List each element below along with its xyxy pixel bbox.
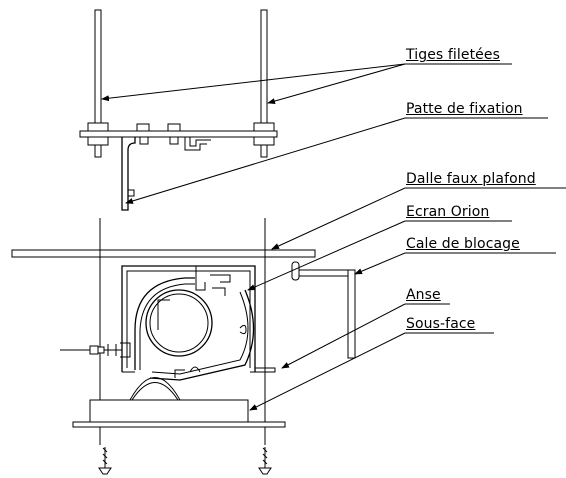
bottom-screw-right <box>258 447 272 475</box>
label-threaded-rods: Tiges filetées <box>406 47 500 63</box>
locking-wedge <box>291 261 356 359</box>
bottom-screw-left <box>98 447 112 475</box>
label-handle: Anse <box>406 287 441 303</box>
label-ceiling-tile: Dalle faux plafond <box>406 171 536 187</box>
ceiling-tile <box>11 249 316 258</box>
label-orion-screen: Ecran Orion <box>406 204 490 220</box>
leader-lines <box>101 63 566 411</box>
label-locking-wedge: Cale de blocage <box>406 236 520 252</box>
fan-wheel <box>145 289 247 357</box>
label-underside: Sous-face <box>406 316 476 332</box>
orion-screen <box>134 277 255 381</box>
side-screw <box>60 342 131 358</box>
label-fixing-bracket: Patte de fixation <box>406 101 523 117</box>
orion-housing <box>121 265 276 373</box>
bottom-casing <box>72 377 286 428</box>
fixing-bracket <box>79 123 278 211</box>
